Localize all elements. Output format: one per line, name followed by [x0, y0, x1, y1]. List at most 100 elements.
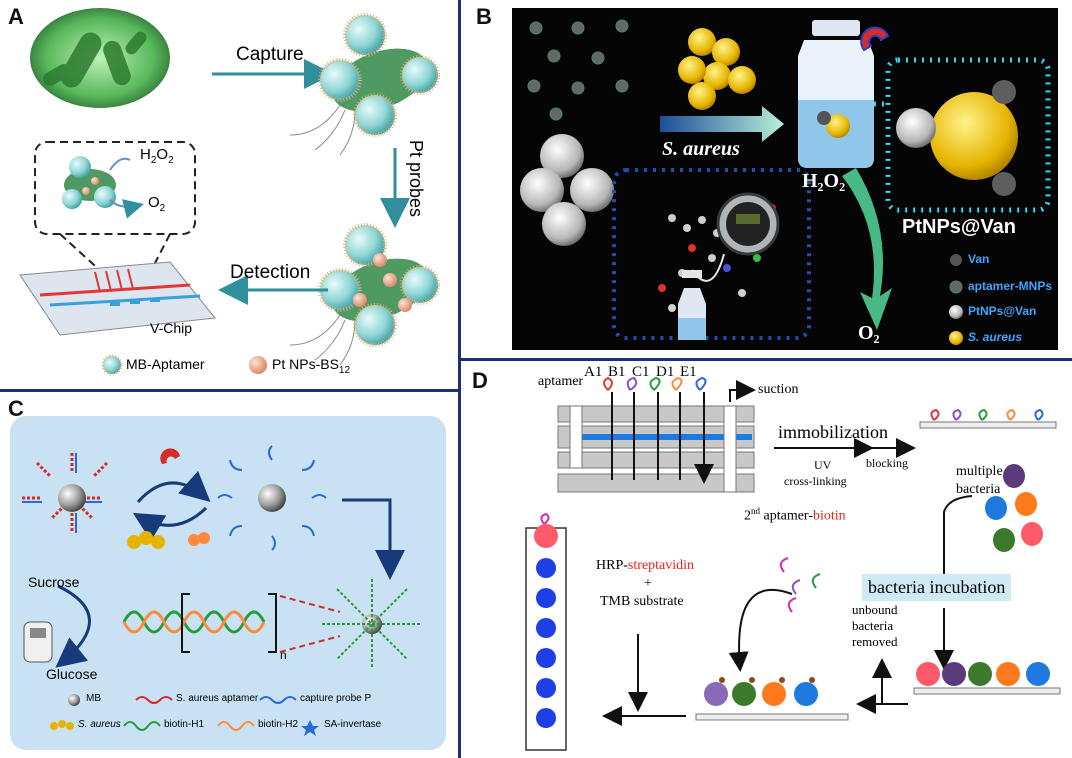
d-bacteria-label: bacteria: [956, 482, 1001, 497]
c-legend-aptamer: S. aureus aptamer: [176, 693, 258, 704]
aptamer-set: [603, 376, 707, 391]
surface-2: [913, 687, 1061, 695]
ptnps-spheres: [520, 134, 614, 246]
glucometer-icon: [23, 621, 53, 663]
mb-aptamer: [22, 453, 109, 533]
panel-b: S. aureus H₂O₂ O₂ PtNPs@Van Van aptamer-…: [512, 8, 1058, 350]
panel-b-label: B: [476, 4, 492, 29]
d-channel-c1: C1: [632, 364, 650, 380]
d-crosslinking-label: cross-linking: [784, 474, 847, 488]
d-tmb-label: TMB substrate: [600, 594, 684, 609]
legend-pt-sub: 12: [338, 364, 351, 376]
d-streptavidin-text: streptavidin: [627, 558, 695, 573]
panel-b-diagram: [520, 19, 1051, 345]
microfluidic-chip: [557, 380, 756, 492]
zoom-s-aureus: [930, 92, 1018, 180]
panel-d-diagram: [525, 376, 1061, 751]
captured-bacterium: [289, 13, 440, 156]
d-channel-b1: B1: [608, 364, 626, 380]
d-hrp-label: HRP-streptavidin: [596, 558, 694, 574]
d-second-sup: nd: [751, 506, 760, 516]
multiple-bacteria: [985, 464, 1043, 552]
d-plus-label: +: [644, 576, 652, 591]
d-incubation-box: bacteria incubation: [862, 574, 1012, 601]
d-uv-label: UV: [814, 458, 832, 472]
vertical-divider: [458, 0, 461, 758]
b-legend-ptnps: PtNPs@Van: [968, 304, 1037, 318]
horizontal-divider-right: [458, 358, 1072, 361]
d-channel-d1: D1: [656, 364, 675, 380]
b-legend-saureus: S. aureus: [968, 330, 1023, 344]
zoom-box: [885, 57, 1051, 213]
magnet-icon: [860, 26, 890, 52]
reaction-vial: [798, 20, 874, 168]
c-legend-h1: biotin-H1: [164, 719, 205, 730]
capture-label: Capture: [236, 44, 304, 65]
pt-probes-text: Pt probes: [406, 140, 426, 218]
c-legend-h2: biotin-H2: [258, 719, 299, 730]
panel-d-label: D: [472, 368, 488, 393]
panel-c-label: C: [8, 396, 24, 421]
bacteria-rods: [43, 31, 147, 88]
glucose-label: Glucose: [46, 666, 98, 682]
detection-label: Detection: [230, 262, 311, 283]
b-h2o2-label: H₂O₂: [802, 170, 846, 192]
legend-mb-label: MB-Aptamer: [126, 356, 205, 372]
b-legend-aptamer: aptamer-MNPs: [968, 279, 1053, 293]
d-immobilization-label: immobilization: [778, 422, 888, 442]
d-second-apt: aptamer-: [760, 508, 813, 524]
d-blocking-label: blocking: [866, 456, 908, 470]
bacteria-cloud: [30, 8, 170, 108]
c-legend-aptamer-text: S. aureus aptamer: [176, 693, 259, 704]
legend-mb-marker: [101, 354, 123, 376]
legend-pt-label: Pt NPs-BS12: [272, 356, 350, 376]
o2-label: O2: [148, 194, 165, 214]
d-channel-e1: E1: [680, 364, 697, 380]
panel-a: A: [0, 0, 458, 389]
d-hrp-text: HRP-: [596, 558, 628, 573]
c-legend-capture: capture probe P: [300, 693, 372, 704]
panel-a-label: A: [8, 4, 24, 29]
o2-sub: 2: [159, 203, 166, 214]
reaction-inset: [34, 141, 196, 235]
d-unbound-label: unbound: [852, 602, 898, 617]
b-legend-van: Van: [968, 252, 990, 266]
d-unbound2-label: bacteria: [852, 618, 894, 633]
c-legend-invertase: SA-invertase: [324, 719, 382, 730]
h2o2-sub2: 2: [168, 155, 174, 166]
panel-c: Sucrose Glucose n MB S. aureus aptamer c…: [10, 416, 446, 750]
v-chip: [19, 261, 216, 336]
b-s-aureus-label: S. aureus: [662, 138, 740, 160]
legend-pt-marker: [249, 356, 267, 374]
h2o2-o: O: [156, 146, 169, 163]
surface-3: [695, 713, 849, 721]
legend-pt-text: Pt NPs-BS: [272, 356, 339, 372]
b-main-arrow: [660, 106, 784, 142]
surface-1: [919, 421, 1057, 429]
d-aptamer-label: aptamer: [538, 374, 584, 389]
d-channel-a1: A1: [584, 364, 603, 380]
d-multiple-label: multiple: [956, 464, 1003, 479]
mb-network: [322, 579, 422, 669]
oxygen-meter: [678, 192, 780, 340]
o2-o: O: [148, 194, 160, 211]
s-aureus-chain: [678, 28, 756, 110]
o2-arrow: [842, 168, 892, 330]
molecule-box: [612, 168, 811, 340]
d-second-biotin: biotin: [812, 508, 846, 524]
mb-capture: [217, 445, 327, 551]
d-second-pre: 2: [744, 508, 751, 524]
c-legend-mb: MB: [86, 693, 101, 704]
sucrose-label: Sucrose: [28, 574, 80, 590]
panel-c-diagram: [22, 445, 422, 736]
h2o2-h: H: [140, 146, 151, 163]
pt-probes-label: Pt probes: [405, 140, 426, 217]
b-ptnps-label: PtNPs@Van: [902, 216, 1016, 238]
vchip-label: V-Chip: [150, 320, 193, 336]
d-second-aptamer-label: 2nd aptamer-biotin: [744, 506, 846, 525]
detected-bacterium: [289, 223, 440, 366]
h2o2-sub1: 2: [150, 155, 157, 166]
d-suction-label: suction: [758, 382, 799, 397]
h2o2-label: H2O2: [140, 146, 174, 166]
horizontal-divider-left: [0, 389, 460, 392]
